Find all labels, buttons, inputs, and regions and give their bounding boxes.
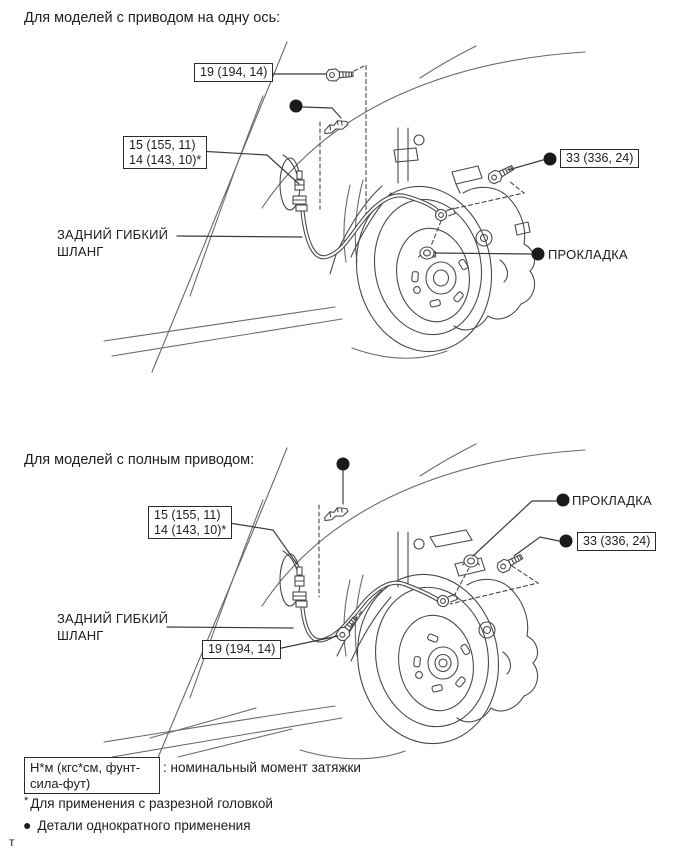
hose-callout-line1: ЗАДНИЙ ГИБКИЙ (57, 227, 169, 242)
gasket-callout-2: ПРОКЛАДКА (572, 493, 652, 508)
asterisk-note: *Для применения с разрезной головкой (24, 795, 273, 811)
diagram-awd (103, 443, 586, 773)
torque-label-banjo-bolt-1: 33 (336, 24) (560, 149, 640, 168)
single-use-note: ● Детали однократного применения (23, 817, 251, 833)
torque-unit-line1: Н*м (кгс*см, фунт- (30, 760, 141, 775)
backing-plate (451, 165, 536, 331)
torque-value-15: 15 (155, 11) (129, 138, 196, 152)
torque-value-15: 15 (155, 11) (154, 508, 221, 522)
single-use-bullets (336, 457, 573, 548)
torque-unit-desc: : номинальный момент затяжки (163, 760, 361, 775)
single-use-bullets (289, 99, 557, 261)
brake-hose (299, 580, 444, 643)
section1-title: Для моделей с приводом на одну ось: (24, 10, 281, 26)
asterisk-note-text: Для применения с разрезной головкой (30, 796, 273, 811)
asterisk-mark: * (24, 795, 29, 807)
single-use-note-text: Детали однократного применения (37, 818, 251, 833)
assembly-dashed-lines (319, 64, 526, 247)
suspension-parts (329, 127, 425, 275)
gasket-washer (461, 554, 481, 568)
car-body-outline (103, 443, 586, 773)
assembly-dashed-lines (318, 504, 540, 627)
flare-nut-fitting (279, 154, 308, 212)
leader-lines (166, 470, 560, 650)
torque-label-flare-nut-1: 15 (155, 11) 14 (143, 10)* (123, 136, 208, 169)
gasket-callout-1: ПРОКЛАДКА (548, 247, 628, 262)
hose-callout-1: ЗАДНИЙ ГИБКИЙ ШЛАНГ (57, 226, 168, 260)
car-body-outline (103, 41, 586, 373)
section2-title: Для моделей с полным приводом: (24, 452, 255, 468)
hose-callout-2: ЗАДНИЙ ГИБКИЙ ШЛАНГ (57, 610, 168, 644)
footer-char: т (9, 835, 15, 849)
torque-value-14: 14 (143, 10)* (129, 152, 202, 167)
torque-unit-line2: сила-фут) (30, 775, 91, 791)
torque-label-banjo-bolt-2: 33 (336, 24) (577, 532, 657, 551)
leader-lines (176, 73, 544, 255)
hose-callout-line2: ШЛАНГ (57, 628, 104, 643)
brake-hose (299, 193, 444, 260)
banjo-fitting (433, 202, 458, 226)
torque-value-14: 14 (143, 10)* (154, 522, 227, 537)
bolt-icon (485, 161, 517, 186)
single-use-bullet-icon: ● (23, 817, 32, 833)
torque-label-hose-bolt-2: 19 (194, 14) (202, 640, 282, 659)
clip-icon (323, 505, 350, 522)
bolt-icon (325, 67, 354, 82)
hose-callout-line1: ЗАДНИЙ ГИБКИЙ (57, 611, 169, 626)
torque-label-hose-bolt-1: 19 (194, 14) (194, 63, 274, 82)
torque-unit-box: Н*м (кгс*см, фунт- сила-фут) (24, 757, 160, 794)
hose-callout-line2: ШЛАНГ (57, 244, 104, 259)
torque-label-flare-nut-2: 15 (155, 11) 14 (143, 10)* (148, 506, 233, 539)
brake-drum (356, 573, 500, 745)
diagram-single-axle (103, 41, 586, 373)
